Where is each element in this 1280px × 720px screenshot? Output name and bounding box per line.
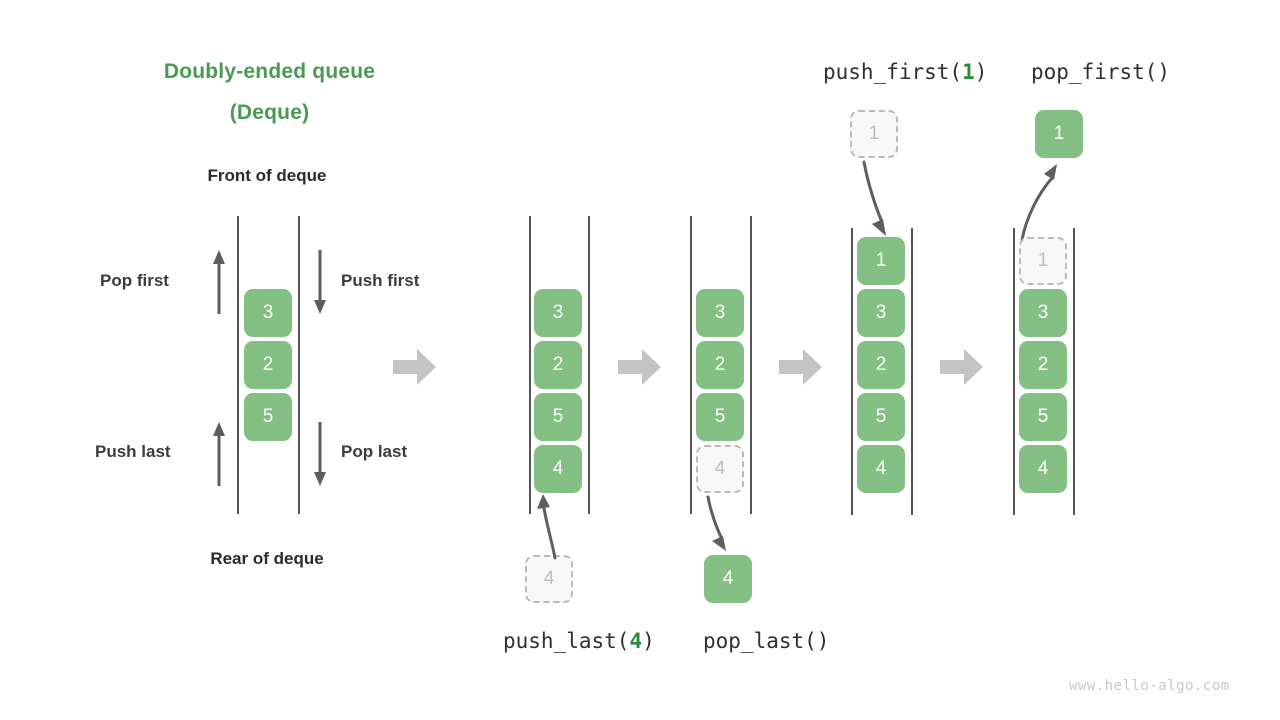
panel4-cell-1: 3 [857, 289, 905, 337]
front-of-deque-label: Front of deque [207, 166, 327, 185]
panel4-cell-3: 5 [857, 393, 905, 441]
panel5-cell-0-ghost: 1 [1019, 237, 1067, 285]
push-last-op-arg: 4 [629, 629, 643, 653]
transition-arrow-1-icon [393, 349, 436, 385]
panel5-cell-1: 3 [1019, 289, 1067, 337]
panel3-cell-2: 5 [696, 393, 744, 441]
watermark: www.hello-algo.com [1069, 678, 1230, 694]
pop-last-arrow-icon [314, 422, 326, 486]
pop-first-arrow-icon [213, 250, 225, 314]
panel1-cell-0: 3 [244, 289, 292, 337]
push-first-op-close: ) [974, 60, 988, 84]
panel5-cell-2: 2 [1019, 341, 1067, 389]
panel4-incoming-ghost-cell: 1 [850, 110, 898, 158]
panel5-rail-right [1073, 228, 1075, 515]
panel1-rail-right [298, 216, 300, 514]
panel3-rail-right [750, 216, 752, 514]
push-last-op-close: ) [642, 629, 655, 653]
panel5-outgoing-cell: 1 [1035, 110, 1083, 158]
panel2-cell-3: 4 [534, 445, 582, 493]
push-first-motion-arrow-icon [862, 160, 886, 236]
panel1-rail-left [237, 216, 239, 514]
panel2-cell-2: 5 [534, 393, 582, 441]
pop-last-op-label: pop_last() [703, 629, 830, 653]
push-first-label: Push first [341, 271, 420, 290]
push-last-label: Push last [95, 442, 171, 461]
pop-last-motion-arrow-icon [706, 495, 726, 551]
diagram-title-line2: (Deque) [229, 101, 310, 124]
panel5-cell-4: 4 [1019, 445, 1067, 493]
panel3-cell-0: 3 [696, 289, 744, 337]
push-last-arrow-icon [213, 422, 225, 486]
transition-arrow-4-icon [940, 349, 983, 385]
panel1-cell-1: 2 [244, 341, 292, 389]
panel5-rail-left [1013, 228, 1015, 515]
push-first-op-name: push_first( [823, 60, 963, 84]
push-last-op-label: push_last(4) [503, 629, 655, 653]
panel4-rail-left [851, 228, 853, 515]
panel2-cell-1: 2 [534, 341, 582, 389]
panel4-cell-0: 1 [857, 237, 905, 285]
push-first-arrow-icon [314, 250, 326, 314]
push-last-op-name: push_last( [503, 629, 630, 653]
panel4-cell-4: 4 [857, 445, 905, 493]
pop-first-label: Pop first [100, 271, 169, 290]
panel2-cell-0: 3 [534, 289, 582, 337]
push-last-motion-arrow-icon [537, 494, 557, 560]
pop-first-motion-arrow-icon [1020, 164, 1057, 242]
panel3-cell-1: 2 [696, 341, 744, 389]
transition-arrow-2-icon [618, 349, 661, 385]
panel3-outgoing-cell: 4 [704, 555, 752, 603]
rear-of-deque-label: Rear of deque [210, 549, 324, 568]
panel3-cell-3-ghost: 4 [696, 445, 744, 493]
transition-arrow-3-icon [779, 349, 822, 385]
panel1-cell-2: 5 [244, 393, 292, 441]
panel3-rail-left [690, 216, 692, 514]
push-first-op-label: push_first(1) [823, 60, 987, 84]
panel5-cell-3: 5 [1019, 393, 1067, 441]
panel2-rail-left [529, 216, 531, 514]
panel4-rail-right [911, 228, 913, 515]
push-first-op-arg: 1 [962, 60, 975, 84]
pop-first-op-label: pop_first() [1031, 60, 1171, 84]
diagram-title-line1: Doubly-ended queue [163, 60, 376, 83]
panel2-incoming-ghost-cell: 4 [525, 555, 573, 603]
panel4-cell-2: 2 [857, 341, 905, 389]
panel2-rail-right [588, 216, 590, 514]
pop-last-label: Pop last [341, 442, 408, 461]
